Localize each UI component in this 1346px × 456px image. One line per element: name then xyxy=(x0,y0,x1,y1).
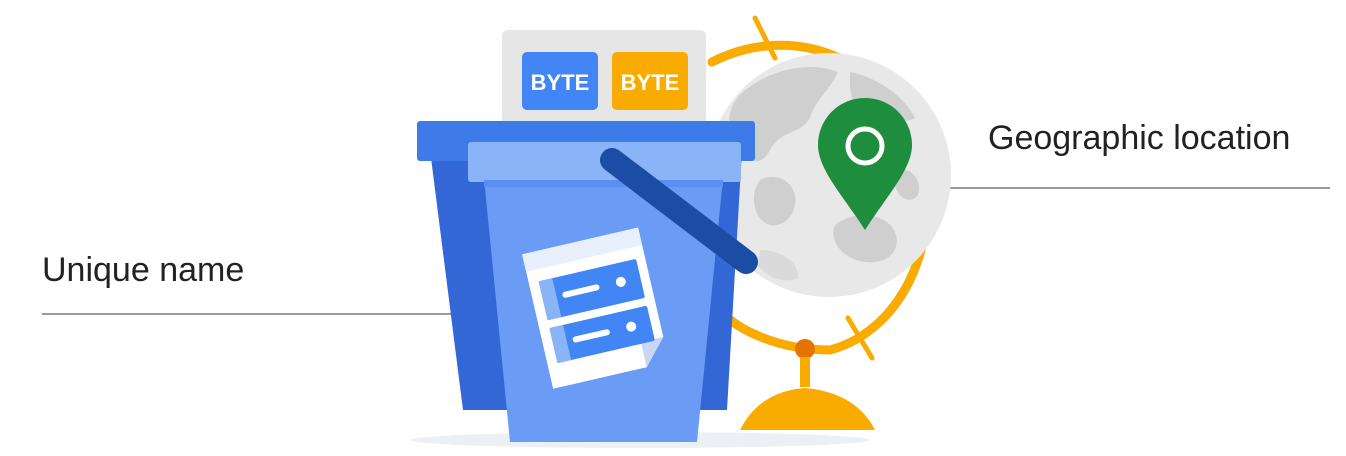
byte-tile-label-2: BYTE xyxy=(621,70,680,95)
globe-icon xyxy=(707,15,951,430)
byte-tile-yellow xyxy=(612,52,688,110)
geographic-location-label: Geographic location xyxy=(988,119,1291,157)
unique-name-label: Unique name xyxy=(42,251,245,289)
name-tag-icon xyxy=(522,227,664,389)
byte-tile-label-1: BYTE xyxy=(531,70,590,95)
location-pin-icon xyxy=(818,98,912,230)
bucket-handle xyxy=(600,148,758,274)
byte-tile-blue xyxy=(522,52,598,110)
